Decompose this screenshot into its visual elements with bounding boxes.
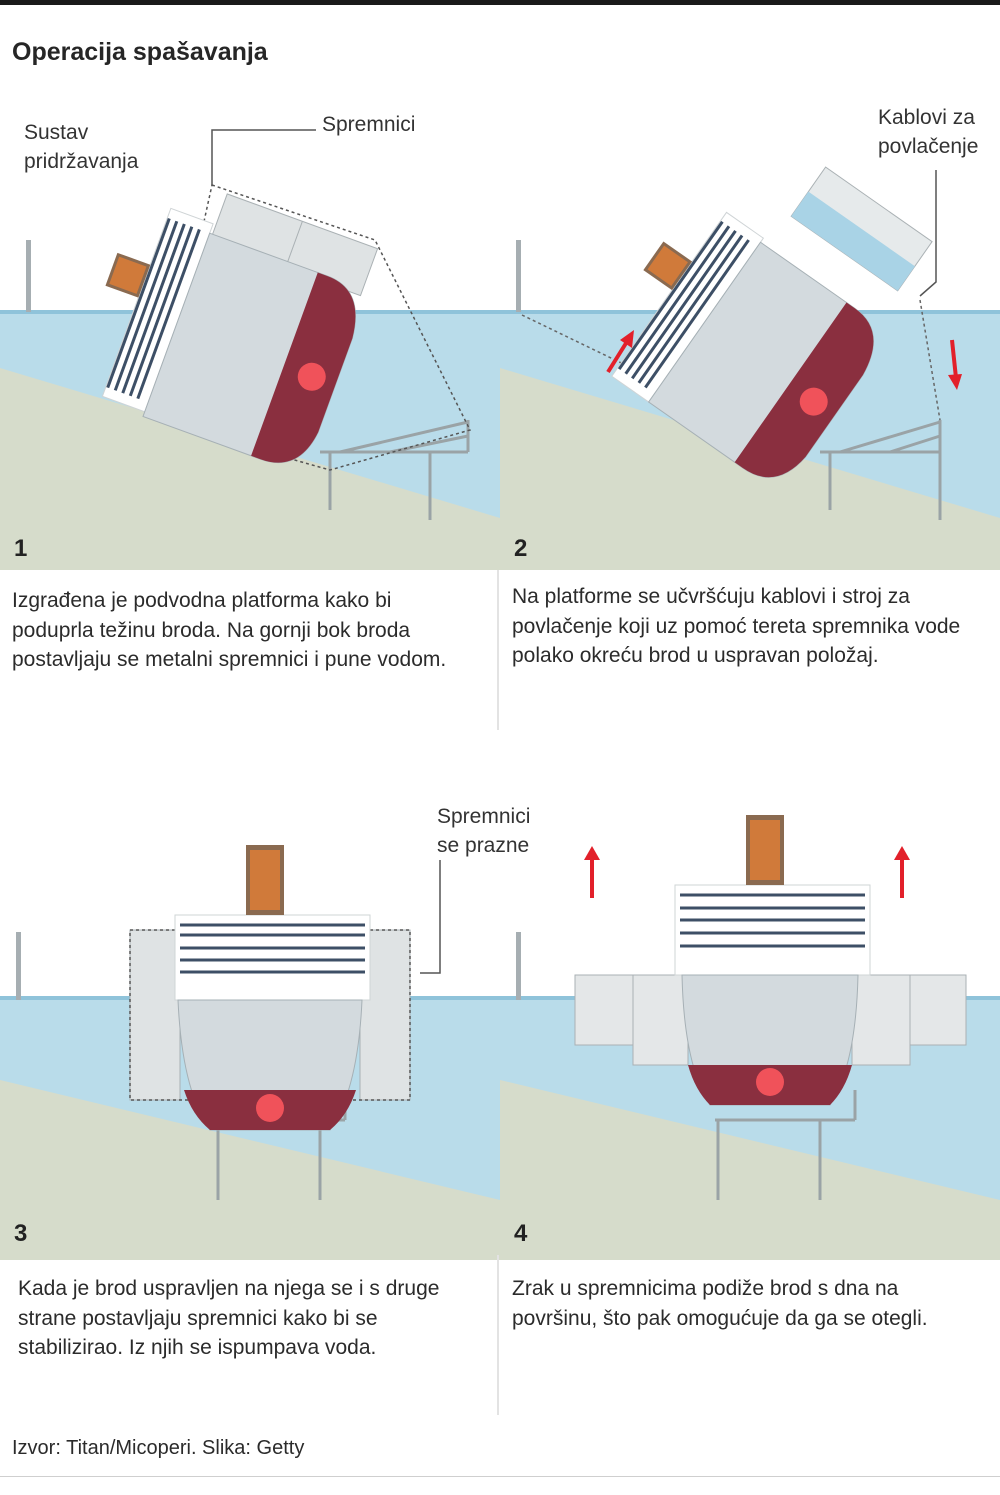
label-spremnici: Spremnici <box>322 110 415 139</box>
step-2-illustration <box>500 100 1000 570</box>
step-number-2: 2 <box>514 535 527 563</box>
source-credit: Izvor: Titan/Micoperi. Slika: Getty <box>12 1437 304 1460</box>
restraint-post <box>516 932 521 1000</box>
spremnici-leader <box>212 130 316 185</box>
step-4-illustration <box>500 790 1000 1260</box>
step-number-1: 1 <box>14 535 27 563</box>
divider-top <box>497 570 499 730</box>
step-description-2: Na platforme se učvršćuju kablovi i stro… <box>512 582 972 671</box>
top-rule <box>0 0 1000 5</box>
page-title: Operacija spašavanja <box>12 38 268 67</box>
step-description-4: Zrak u spremnicima podiže brod s dna na … <box>512 1274 982 1333</box>
step-3-illustration <box>0 790 500 1260</box>
step-panel-1: Sustav pridržavanja Spremnici 1 Izgrađen… <box>0 100 500 730</box>
ship <box>675 815 870 1105</box>
step-panel-2: Kablovi za povlačenje 2 Na platforme se … <box>500 100 1000 730</box>
step-number-3: 3 <box>14 1220 27 1248</box>
label-kablovi: Kablovi za povlačenje <box>878 103 978 161</box>
lift-arrow-right <box>894 846 910 898</box>
ship <box>175 845 370 1130</box>
restraint-post <box>16 932 21 1000</box>
bottom-rule <box>0 1476 1000 1477</box>
step-description-3: Kada je brod uspravljen na njega se i s … <box>18 1274 468 1363</box>
step-number-4: 4 <box>514 1220 527 1248</box>
restraint-post <box>26 240 31 312</box>
tank-left <box>130 930 180 1100</box>
restraint-post <box>516 240 521 312</box>
step-panel-3: Spremnici se prazne 3 Kada je brod uspra… <box>0 790 500 1430</box>
prazne-leader <box>420 860 440 973</box>
metal-tanks <box>791 167 932 291</box>
step-description-1: Izgrađena je podvodna platforma kako bi … <box>12 586 467 675</box>
lift-arrow-left <box>584 846 600 898</box>
kablovi-leader <box>920 170 936 296</box>
divider-bottom <box>497 1255 499 1415</box>
label-sustav: Sustav pridržavanja <box>24 118 138 176</box>
step-panel-4: 4 Zrak u spremnicima podiže brod s dna n… <box>500 790 1000 1430</box>
